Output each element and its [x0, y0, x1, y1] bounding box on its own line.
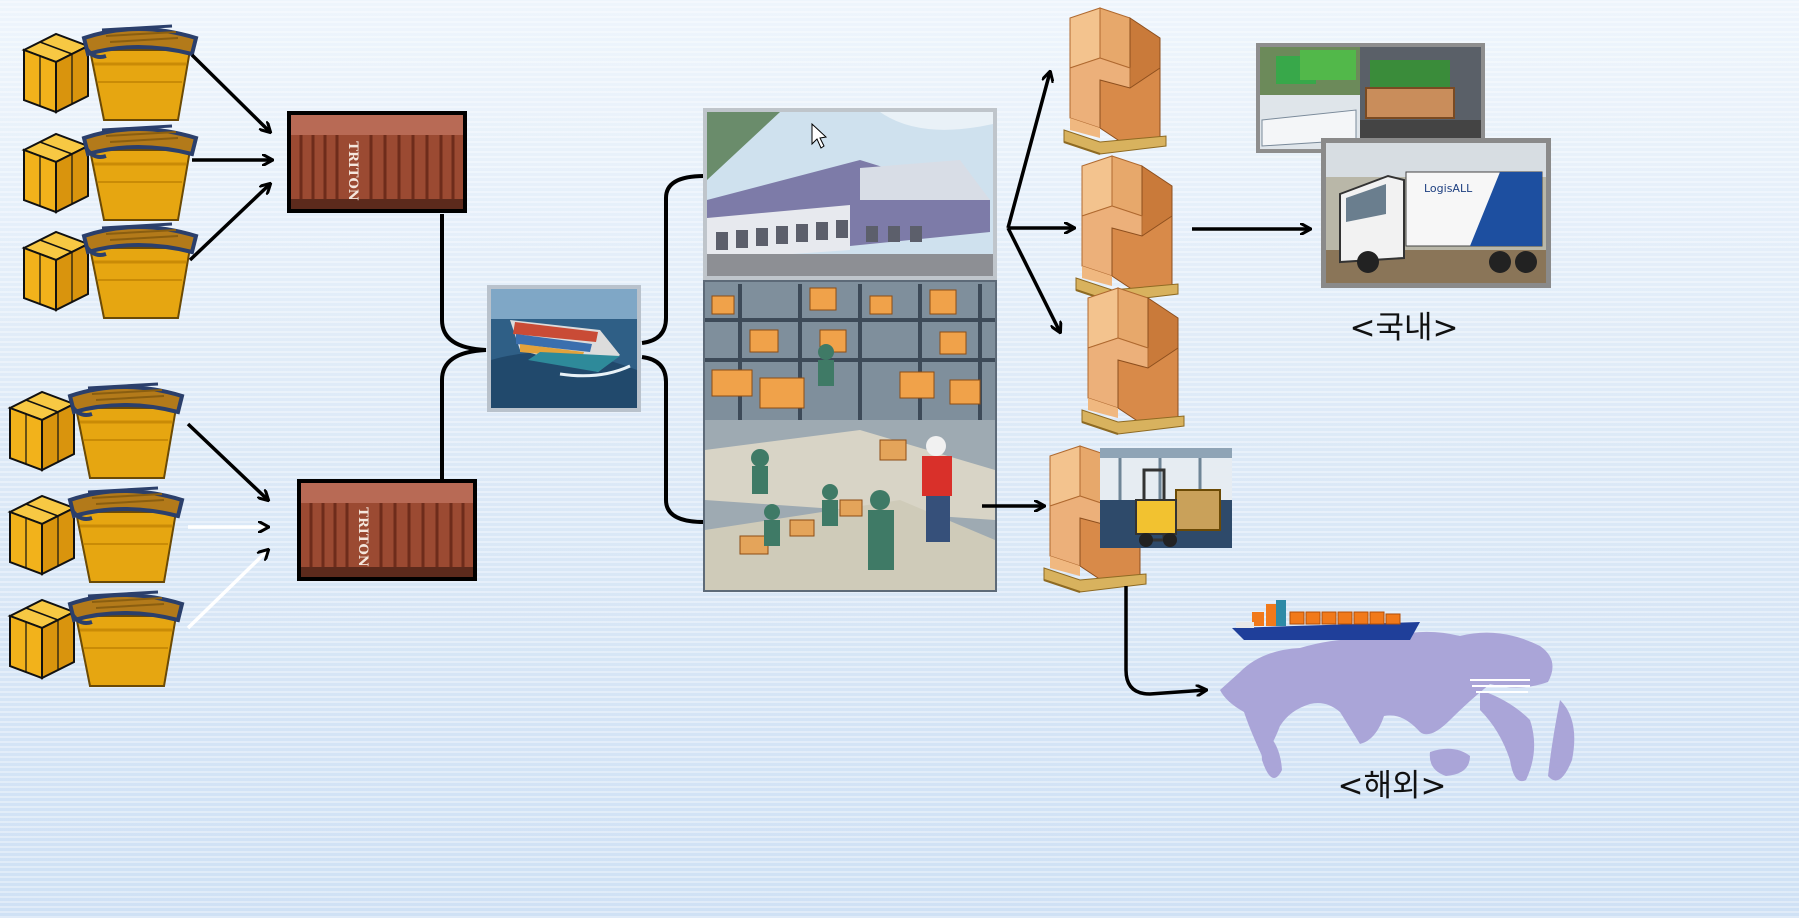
overseas-label: <해외>: [1338, 768, 1447, 804]
arrows-to-container-top: [188, 53, 272, 262]
cargo-box-bin-icon: [8, 382, 184, 480]
pallet-icon: [1081, 287, 1185, 435]
world-map-icon: [1220, 631, 1575, 782]
delivery-truck-photo: LogisALL: [1321, 138, 1551, 288]
arrows-to-container-bottom: [186, 422, 268, 630]
cargo-box-bin-icon: [8, 590, 184, 688]
connector-ship-to-warehouse: [641, 174, 705, 524]
forklift-illustration: [1100, 448, 1232, 548]
arrows-to-pallets: [982, 72, 1074, 506]
cargo-box-bin-icon: [22, 222, 198, 320]
cargo-ship-icon: [1232, 600, 1420, 640]
cargo-box-bin-icon: [22, 124, 198, 222]
connector-containers-to-ship: [440, 214, 487, 479]
warehouse-interior-illustration: [703, 280, 997, 592]
domestic-label: <국내>: [1350, 310, 1459, 346]
container-marking: TRITON: [355, 507, 370, 567]
pallet-icon: [1063, 7, 1167, 155]
container-bottom: TRITON: [295, 477, 479, 583]
cargo-group-bottom: [8, 382, 184, 688]
cargo-box-bin-icon: [22, 24, 198, 122]
container-ship-photo: [487, 285, 641, 412]
cargo-group-top: [22, 24, 198, 320]
container-top: TRITON: [285, 109, 469, 215]
pallet-stacks-domestic: [1063, 7, 1185, 435]
container-marking: TRITON: [345, 141, 360, 201]
cargo-box-bin-icon: [8, 486, 184, 584]
arrow-to-overseas: [1124, 586, 1206, 694]
ferry-forklift-photo: [1256, 43, 1485, 153]
pallet-icon: [1075, 155, 1179, 303]
truck-brand: LogisALL: [1424, 182, 1473, 195]
warehouse-building-photo: [703, 108, 997, 280]
